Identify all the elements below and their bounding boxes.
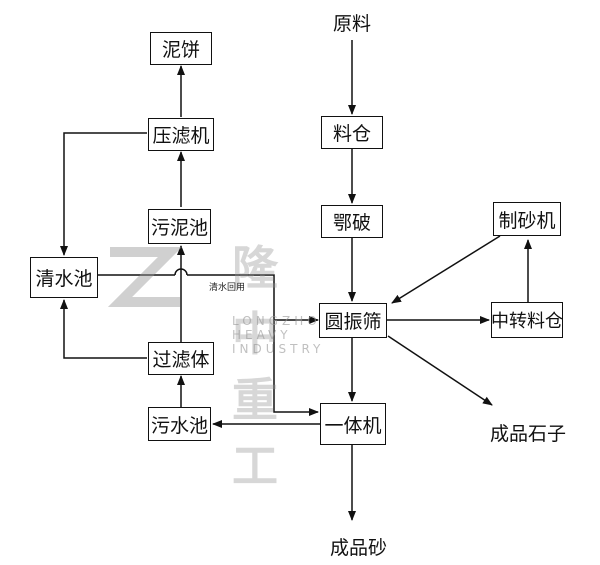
arrow-sandmaker-to-screen — [391, 235, 501, 304]
arrow-clearwater-to-integrated — [273, 320, 319, 416]
node-finished-stone: 成品石子 — [490, 423, 567, 445]
watermark-brand: 隆中重工 — [232, 241, 282, 493]
arrow-clearwater-to-screen — [187, 274, 319, 324]
label-clear-water-reuse: 清水回用 — [209, 283, 246, 293]
line-crossover-hop — [174, 268, 188, 276]
watermark-brand-latin: LONGZHONG HEAVY INDUSTRY — [232, 314, 347, 356]
node-vibrating-screen: 圆振筛 — [319, 303, 387, 338]
node-filter-press: 压滤机 — [148, 118, 214, 151]
arrow-screen-to-stone — [387, 335, 493, 406]
node-raw-material: 原料 — [333, 13, 372, 35]
node-mud-cake: 泥饼 — [150, 32, 212, 65]
node-sand-maker: 制砂机 — [493, 202, 561, 236]
node-jaw-crusher: 鄂破 — [321, 205, 383, 238]
node-finished-sand: 成品砂 — [330, 537, 388, 559]
arrow-press-to-clearwater — [60, 132, 147, 256]
node-material-bin: 料仓 — [321, 116, 383, 149]
node-clear-water-tank: 清水池 — [30, 257, 98, 298]
arrow-filter-to-clearwater — [60, 299, 147, 359]
node-sewage-tank: 污水池 — [148, 407, 211, 441]
watermark-logo-icon — [107, 247, 183, 307]
node-intermediate-bin: 中转料仓 — [491, 302, 563, 338]
node-filter-body: 过滤体 — [148, 342, 214, 375]
node-sludge-tank: 污泥池 — [148, 209, 211, 244]
node-integrated-machine: 一体机 — [320, 403, 386, 445]
